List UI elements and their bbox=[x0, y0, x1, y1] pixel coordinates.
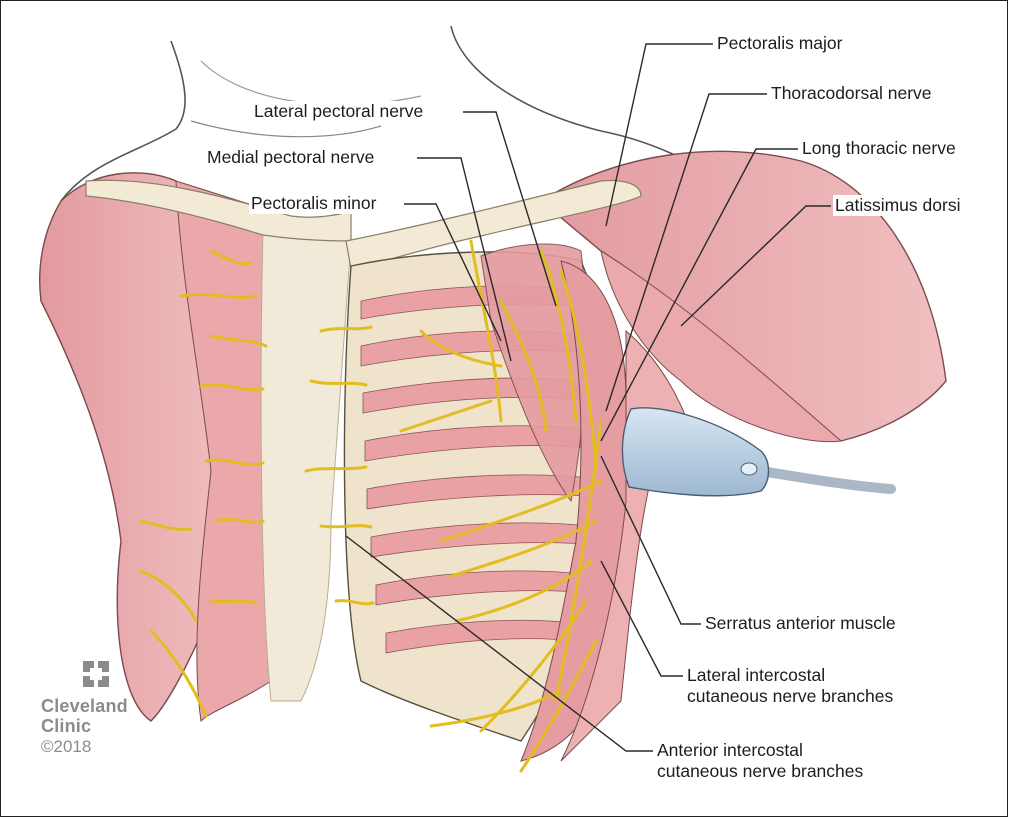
leader-anterior-intercostal bbox=[345, 535, 653, 752]
leader-thoracodorsal-nerve bbox=[605, 93, 767, 412]
label-pectoralis-major: Pectoralis major bbox=[715, 33, 845, 54]
logo-name-line2: Clinic bbox=[41, 716, 92, 736]
logo-copyright: ©2018 bbox=[41, 737, 92, 756]
label-anterior-intercostal-line2: cutaneous nerve branches bbox=[657, 761, 864, 781]
label-lateral-intercostal-line2: cutaneous nerve branches bbox=[687, 686, 894, 706]
label-latissimus-dorsi: Latissimus dorsi bbox=[833, 195, 963, 216]
leader-long-thoracic-nerve bbox=[600, 148, 798, 442]
label-serratus-anterior-muscle: Serratus anterior muscle bbox=[703, 613, 898, 634]
label-medial-pectoral-nerve: Medial pectoral nerve bbox=[205, 147, 377, 168]
right-clavicle bbox=[345, 179, 642, 270]
ultrasound-probe bbox=[621, 407, 896, 497]
leader-latissimus-dorsi bbox=[680, 205, 831, 327]
sternum bbox=[260, 227, 352, 702]
clavicle-line bbox=[190, 120, 382, 138]
label-anterior-intercostal-line1: Anterior intercostal bbox=[657, 740, 803, 760]
probe-cable bbox=[756, 466, 896, 494]
leader-pectoralis-minor bbox=[404, 203, 502, 342]
left-pectoral-region bbox=[175, 180, 272, 723]
label-anterior-intercostal-branches: Anterior intercostal cutaneous nerve bra… bbox=[655, 740, 866, 782]
logo-name-line1: Cleveland bbox=[41, 696, 128, 716]
leader-pectoralis-major bbox=[605, 43, 713, 227]
leader-lateral-pectoral-nerve bbox=[463, 111, 557, 307]
label-lateral-intercostal-line1: Lateral intercostal bbox=[687, 665, 826, 685]
leader-lateral-intercostal bbox=[600, 560, 683, 677]
label-pectoralis-minor: Pectoralis minor bbox=[249, 193, 379, 214]
chin-outline bbox=[200, 60, 422, 106]
latissimus-dorsi-muscle bbox=[600, 249, 843, 443]
neck-right-outline bbox=[450, 25, 712, 177]
label-lateral-pectoral-nerve: Lateral pectoral nerve bbox=[252, 101, 426, 122]
label-lateral-intercostal-branches: Lateral intercostal cutaneous nerve bran… bbox=[685, 665, 896, 707]
probe-body bbox=[621, 407, 770, 497]
label-long-thoracic-nerve: Long thoracic nerve bbox=[800, 138, 958, 159]
leader-lines bbox=[345, 43, 831, 752]
cleveland-clinic-logo: Cleveland Clinic ©2018 bbox=[41, 661, 151, 758]
label-thoracodorsal-nerve: Thoracodorsal nerve bbox=[769, 83, 934, 104]
neck-left-outline bbox=[60, 40, 186, 202]
nerve-branches bbox=[139, 239, 603, 773]
leader-medial-pectoral-nerve bbox=[417, 157, 512, 362]
leader-serratus-anterior bbox=[600, 455, 701, 625]
probe-button bbox=[740, 462, 758, 476]
cleveland-clinic-logo-icon bbox=[83, 661, 109, 687]
